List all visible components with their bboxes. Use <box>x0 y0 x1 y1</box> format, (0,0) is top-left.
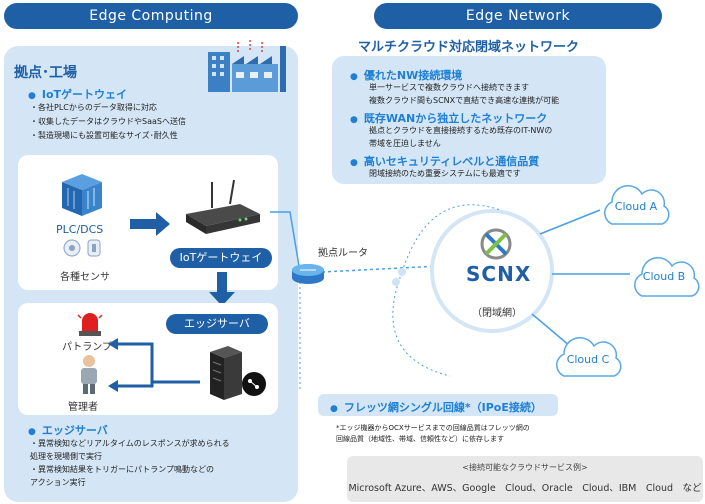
feature-2-title: 既存WANから独立したネットワーク <box>350 110 547 126</box>
arrow-right-icon <box>130 212 170 236</box>
cloud-services-box <box>347 456 703 502</box>
cloud-a-label: Cloud A <box>614 200 658 213</box>
edge-network-header: Edge Network <box>374 3 662 29</box>
edge-point-4: アクション実行 <box>30 478 86 487</box>
feature-1-line-1: 単一サービスで複数クラウドへ接続できます <box>369 83 529 92</box>
feature-2-line-2: 帯域を圧迫しません <box>369 139 441 148</box>
flets-note-1: *エッジ機器からOCXサービスまでの回線品質はフレッツ網の <box>336 424 530 432</box>
manager-label: 管理者 <box>68 402 98 413</box>
flets-note-2: 回線品質（地域性、帯域、信頼性など）に依存します <box>336 435 504 443</box>
scnx-logo-icon <box>480 228 512 260</box>
router-icon <box>292 264 324 284</box>
arrow-down-icon <box>209 272 235 306</box>
patlamp-label: パトランプ <box>62 342 112 353</box>
cloud-b-icon <box>634 257 700 297</box>
edge-point-3: ・異常検知結果をトリガーにパトランプ鳴動などの <box>30 465 214 474</box>
feature-3-title: 高いセキュリティレベルと通信品質 <box>350 153 539 169</box>
edge-title: エッジサーバ <box>28 422 108 438</box>
sensor-label: 各種センサ <box>60 272 110 283</box>
edge-server-pill: エッジサーバ <box>166 314 268 334</box>
plc-server-icon <box>62 174 102 216</box>
scnx-brand: SCNX <box>466 262 532 286</box>
factory-icon <box>208 40 286 92</box>
cloud-a-icon <box>604 185 670 225</box>
edge-server-icon <box>210 346 266 400</box>
cloud-c-label: Cloud C <box>566 353 610 366</box>
edge-output-arrows <box>108 338 200 392</box>
sensor-icon <box>63 239 101 257</box>
gateway-device-icon <box>186 179 260 234</box>
cloud-services-list: Microsoft Azure、AWS、Google Cloud、Oracle … <box>348 483 702 494</box>
network-diagram <box>270 204 630 392</box>
gateway-pill: IoTゲートウェイ <box>170 248 272 268</box>
feature-1-title: 優れたNW接続環境 <box>350 67 462 83</box>
plc-label: PLC/DCS <box>56 223 104 236</box>
edge-point-2: 処理を現場側で実行 <box>30 452 102 461</box>
feature-3-line-1: 閉域接続のため重要システムにも最適です <box>369 169 521 178</box>
flets-label: フレッツ網シングル回線*（IPoE接続） <box>330 399 542 415</box>
manager-icon <box>81 355 97 394</box>
edge-point-1: ・異常検知などリアルタイムのレスポンスが求められる <box>30 439 230 448</box>
cloud-c-icon <box>556 337 622 377</box>
cloud-b-label: Cloud B <box>642 270 686 283</box>
gateway-title: IoTゲートウェイ <box>28 86 127 102</box>
patlamp-icon <box>77 313 103 336</box>
feature-2-line-1: 拠点とクラウドを直接接続するため既存のIT-NWの <box>369 126 553 135</box>
network-title: マルチクラウド対応閉域ネットワーク <box>358 40 580 55</box>
gateway-point-1: ・各社PLCからのデータ取得に対応 <box>30 103 157 112</box>
site-title: 拠点･工場 <box>14 65 77 81</box>
gateway-point-3: ・製造現場にも設置可能なサイズ･耐久性 <box>30 131 178 140</box>
feature-1-line-2: 複数クラウド間もSCNXで直結でき高速な連携が可能 <box>369 96 560 105</box>
cloud-services-title: <接続可能なクラウドサービス例> <box>462 463 588 472</box>
edge-computing-header: Edge Computing <box>4 3 298 29</box>
closed-network-label: （閉域網） <box>472 308 522 319</box>
router-label: 拠点ルータ <box>318 248 368 259</box>
gateway-point-2: ・収集したデータはクラウドやSaaSへ送信 <box>30 117 186 126</box>
